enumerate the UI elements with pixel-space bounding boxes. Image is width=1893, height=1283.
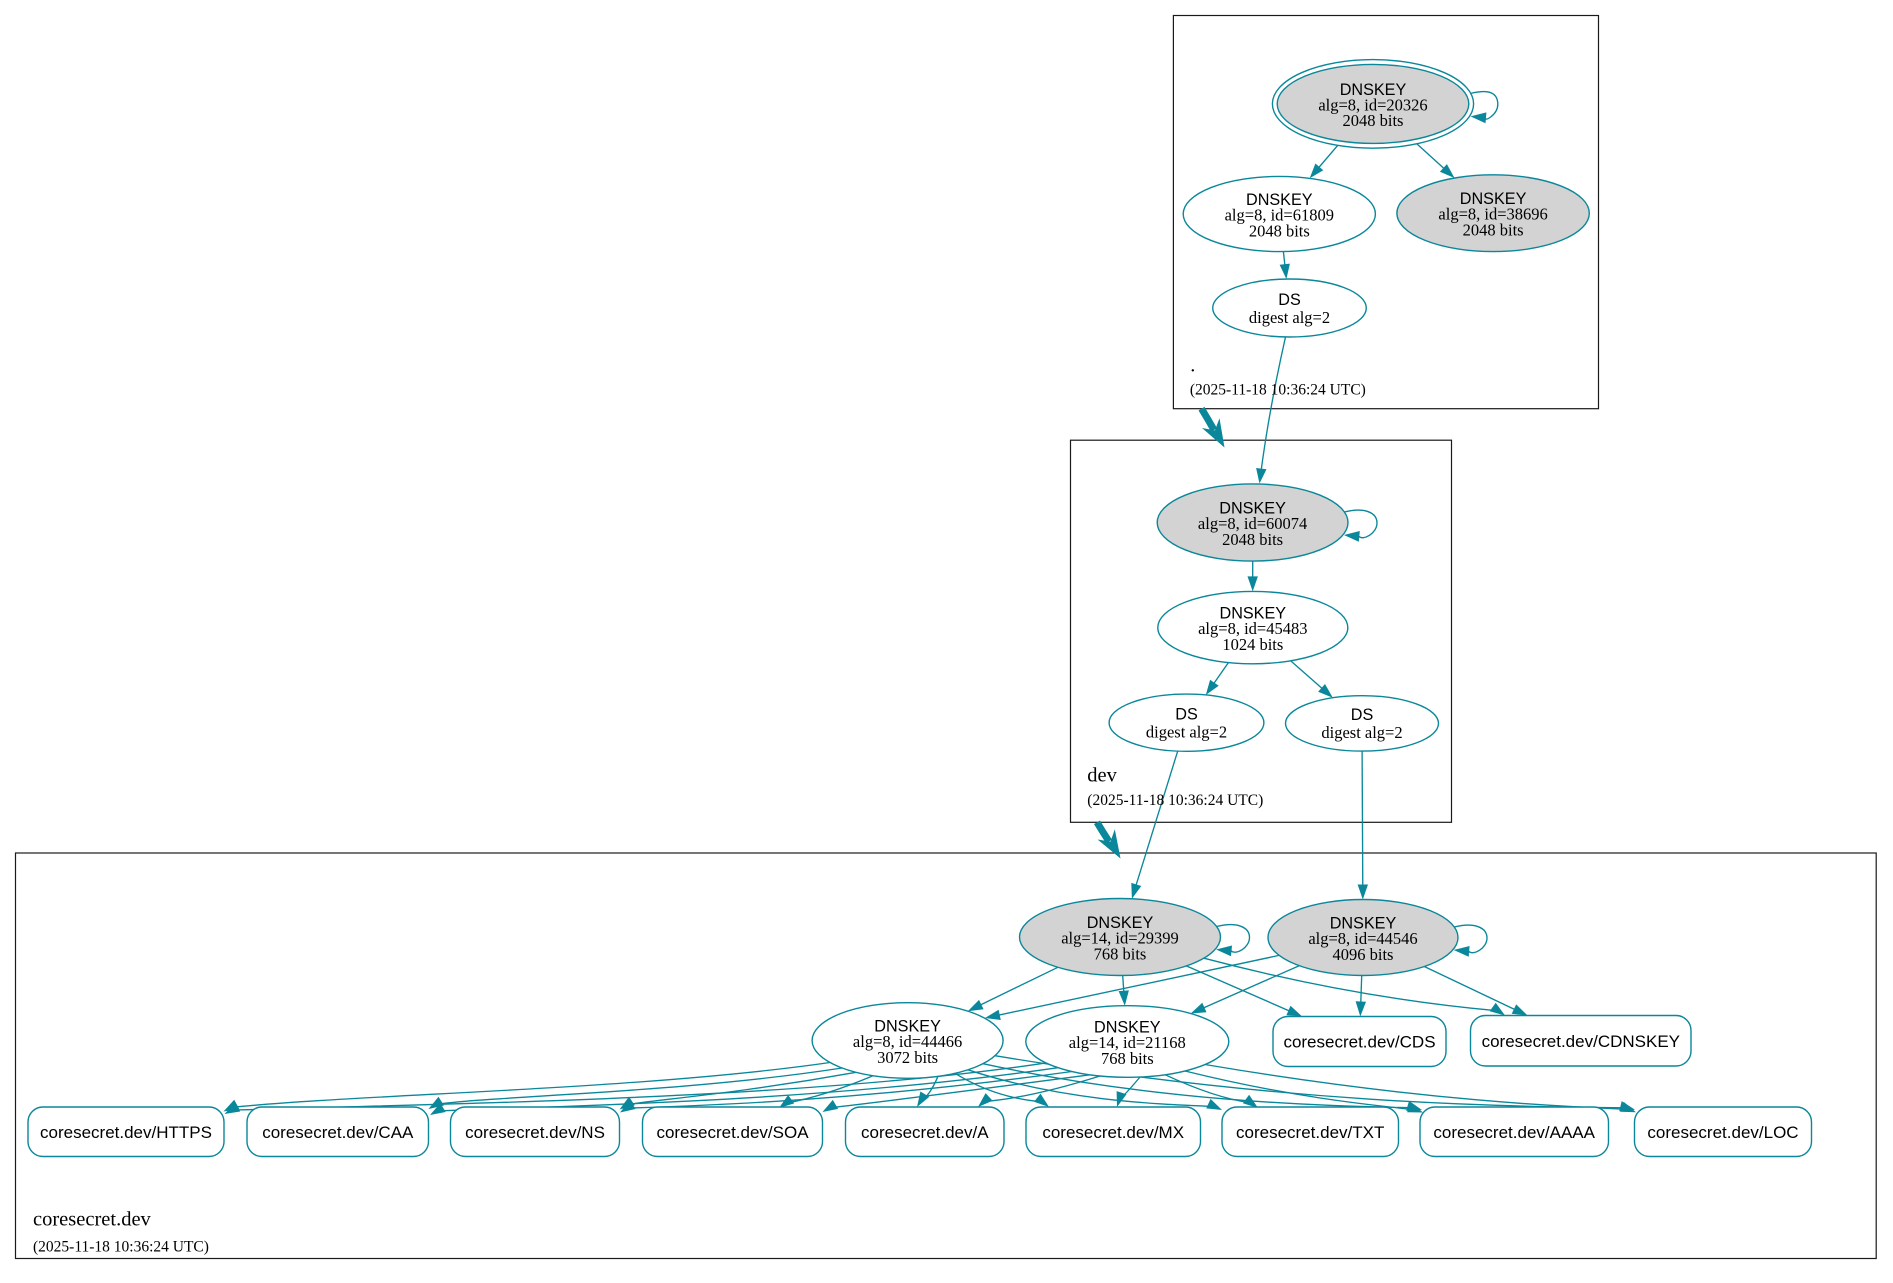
svg-text:.: . (1190, 354, 1195, 376)
svg-text:DNSKEY: DNSKEY (1219, 500, 1286, 518)
svg-text:alg=8, id=38696: alg=8, id=38696 (1438, 205, 1547, 224)
svg-text:(2025-11-18 10:36:24 UTC): (2025-11-18 10:36:24 UTC) (1190, 382, 1366, 399)
svg-text:alg=8, id=20326: alg=8, id=20326 (1318, 95, 1427, 114)
svg-text:coresecret.dev/A: coresecret.dev/A (861, 1123, 989, 1142)
svg-text:(2025-11-18 10:36:24 UTC): (2025-11-18 10:36:24 UTC) (1087, 792, 1263, 809)
svg-text:DNSKEY: DNSKEY (1340, 81, 1407, 99)
svg-text:coresecret.dev/CAA: coresecret.dev/CAA (262, 1123, 414, 1142)
svg-text:coresecret.dev/LOC: coresecret.dev/LOC (1647, 1123, 1798, 1142)
svg-text:digest alg=2: digest alg=2 (1146, 723, 1227, 742)
svg-text:alg=8, id=44546: alg=8, id=44546 (1308, 929, 1417, 948)
svg-text:DNSKEY: DNSKEY (1460, 190, 1527, 208)
svg-text:digest alg=2: digest alg=2 (1249, 308, 1330, 327)
svg-text:768 bits: 768 bits (1094, 944, 1147, 963)
svg-text:coresecret.dev/CDS: coresecret.dev/CDS (1283, 1033, 1435, 1052)
svg-text:alg=8, id=60074: alg=8, id=60074 (1198, 514, 1307, 533)
svg-text:DNSKEY: DNSKEY (1246, 191, 1313, 209)
svg-text:(2025-11-18 10:36:24 UTC): (2025-11-18 10:36:24 UTC) (33, 1239, 209, 1256)
svg-text:DNSKEY: DNSKEY (874, 1018, 941, 1036)
svg-text:DS: DS (1278, 291, 1301, 309)
svg-text:alg=8, id=61809: alg=8, id=61809 (1225, 206, 1334, 225)
svg-text:coresecret.dev/MX: coresecret.dev/MX (1042, 1123, 1184, 1142)
svg-text:DNSKEY: DNSKEY (1220, 605, 1287, 623)
svg-text:2048 bits: 2048 bits (1222, 530, 1283, 549)
svg-text:coresecret.dev/NS: coresecret.dev/NS (465, 1123, 605, 1142)
svg-text:alg=8, id=44466: alg=8, id=44466 (853, 1032, 962, 1051)
svg-text:768 bits: 768 bits (1101, 1049, 1154, 1068)
svg-text:2048 bits: 2048 bits (1463, 221, 1524, 240)
svg-text:alg=14, id=29399: alg=14, id=29399 (1061, 929, 1179, 948)
svg-text:alg=14, id=21168: alg=14, id=21168 (1069, 1033, 1186, 1052)
svg-text:DNSKEY: DNSKEY (1094, 1019, 1161, 1037)
svg-text:digest alg=2: digest alg=2 (1321, 723, 1402, 742)
svg-text:coresecret.dev/SOA: coresecret.dev/SOA (656, 1123, 809, 1142)
svg-text:2048 bits: 2048 bits (1249, 221, 1310, 240)
svg-text:1024 bits: 1024 bits (1222, 635, 1283, 654)
svg-text:coresecret.dev/TXT: coresecret.dev/TXT (1236, 1123, 1384, 1142)
svg-text:3072 bits: 3072 bits (877, 1048, 938, 1067)
svg-text:4096 bits: 4096 bits (1333, 945, 1394, 964)
svg-text:coresecret.dev: coresecret.dev (33, 1208, 152, 1230)
svg-text:DNSKEY: DNSKEY (1087, 914, 1154, 932)
svg-text:2048 bits: 2048 bits (1343, 111, 1404, 130)
svg-text:coresecret.dev/HTTPS: coresecret.dev/HTTPS (40, 1123, 212, 1142)
svg-text:alg=8, id=45483: alg=8, id=45483 (1198, 619, 1307, 638)
svg-text:dev: dev (1087, 765, 1117, 787)
svg-text:DNSKEY: DNSKEY (1330, 915, 1397, 933)
svg-text:DS: DS (1175, 706, 1198, 724)
svg-text:coresecret.dev/AAAA: coresecret.dev/AAAA (1433, 1123, 1595, 1142)
svg-text:coresecret.dev/CDNSKEY: coresecret.dev/CDNSKEY (1482, 1032, 1680, 1051)
svg-text:DS: DS (1351, 706, 1374, 724)
